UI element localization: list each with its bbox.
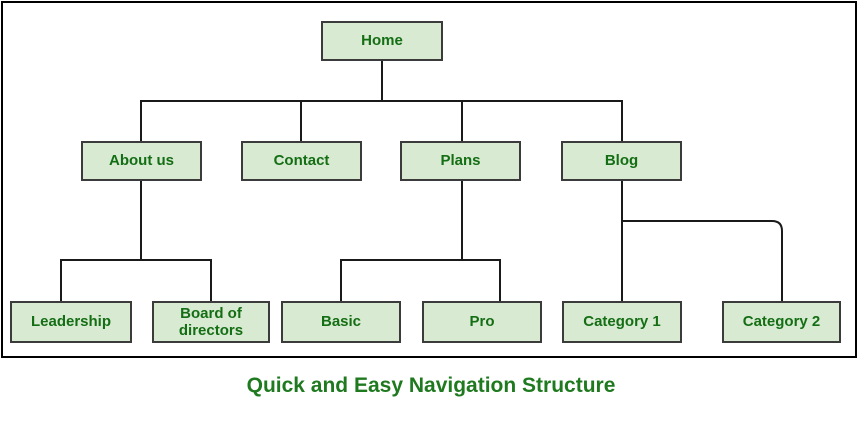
node-about-us: About us — [81, 141, 202, 181]
node-basic: Basic — [281, 301, 401, 343]
node-board-of-directors: Board of directors — [152, 301, 270, 343]
node-blog: Blog — [561, 141, 682, 181]
node-plans: Plans — [400, 141, 521, 181]
node-home: Home — [321, 21, 443, 61]
connector-blog-branch — [622, 220, 783, 301]
diagram-caption: Quick and Easy Navigation Structure — [246, 374, 616, 397]
node-leadership: Leadership — [10, 301, 132, 343]
node-category-1: Category 1 — [562, 301, 682, 343]
connector-about-us-bracket — [60, 259, 212, 301]
node-pro: Pro — [422, 301, 542, 343]
node-category-2: Category 2 — [722, 301, 841, 343]
node-contact: Contact — [241, 141, 362, 181]
diagram-frame — [1, 1, 857, 358]
connector-plans-bracket — [340, 259, 501, 301]
